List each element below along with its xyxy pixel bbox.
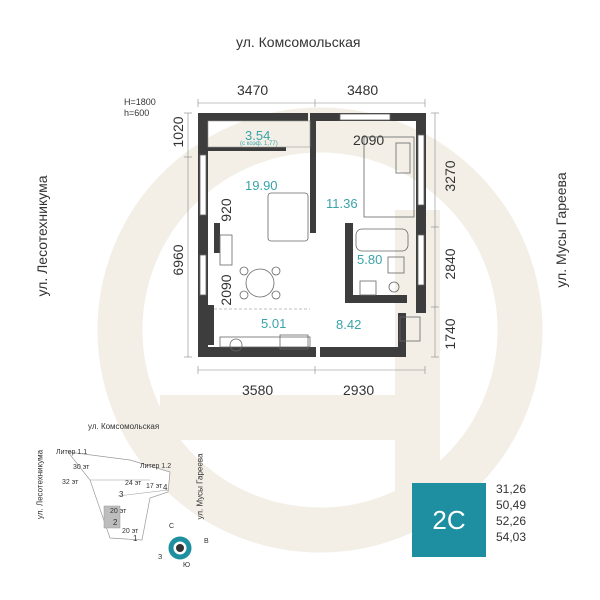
compass-w: З [158,554,163,561]
site-floors-32: 32 эт [62,479,79,486]
dim-inner-2090-h: 2090 [353,132,385,148]
site-street-top: ул. Комсомольская [88,422,160,431]
window-height-note: H=1800 h=600 [124,97,156,119]
area-value: 54,03 [496,530,527,544]
bedroom-area: 11.36 [326,196,358,211]
site-num-2: 2 [113,518,118,527]
apartment-type-badge: 2С [412,483,486,557]
floor-plan [184,99,439,374]
window-sill-label: h=600 [124,108,150,118]
hall-area: 8.42 [336,317,362,332]
compass-icon [168,536,192,560]
balcony-area: 3.54 [245,128,271,143]
dim-top-left: 3470 [237,82,269,98]
site-num-1: 1 [133,534,138,543]
site-floors-20b: 20 эт [122,528,139,535]
bath-area: 5.80 [357,252,383,267]
areas-list: 31,26 50,49 52,26 54,03 [496,481,526,545]
area-value: 52,26 [496,514,527,528]
area-value: 50,49 [496,498,527,512]
street-top-label: ул. Комсомольская [236,34,361,50]
street-left-label: ул. Лесотехникума [34,175,50,297]
site-num-3: 3 [119,490,124,499]
street-right-label: ул. Мусы Гареева [553,172,569,288]
dim-top-right: 3480 [347,82,379,98]
dim-bottom-left: 3580 [242,382,274,398]
kitchen-area: 5.01 [261,316,287,331]
site-plan: ул. Комсомольская ул. Лесотехникума ул. … [30,420,230,595]
site-floors-17: 17 эт [146,483,163,490]
site-liter1: Литер 1.1 [56,449,88,456]
site-floors-30: 30 эт [73,464,90,471]
balcony-coef-note: (с коэф. 1,77) [240,141,278,147]
living-area: 19.90 [245,178,278,193]
compass-s: Ю [183,562,191,569]
site-num-4: 4 [163,483,168,492]
compass-n: С [169,523,175,530]
site-floors-24: 24 эт [125,480,142,487]
window-h-label: H=1800 [124,97,156,107]
site-floors-20a: 20 эт [110,508,127,515]
area-value: 31,26 [496,482,527,496]
dim-bottom-right: 2930 [343,382,375,398]
site-buildings [67,451,171,541]
site-liter2: Литер 1.2 [140,463,172,470]
apartment-type-label: 2С [432,504,466,535]
compass-e: В [204,538,209,545]
